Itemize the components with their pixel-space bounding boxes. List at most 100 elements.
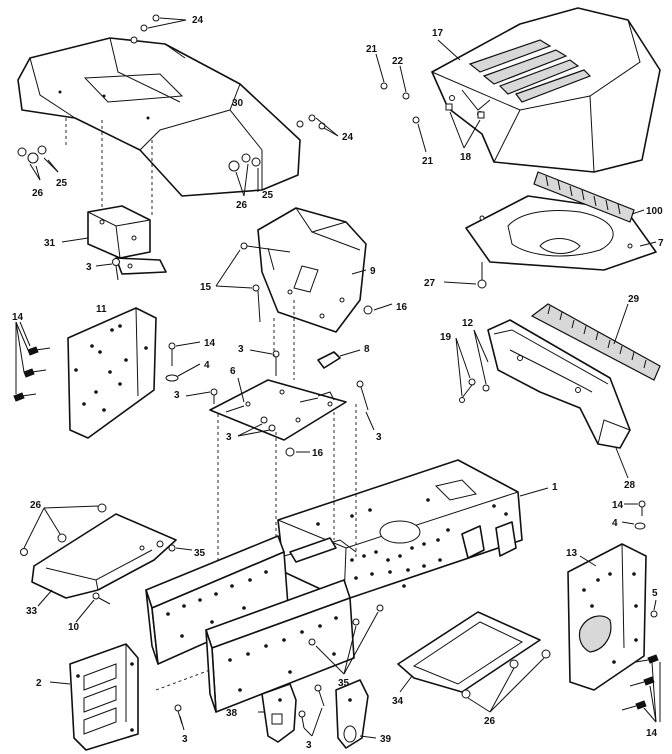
right-footrest [397, 611, 541, 693]
bracket-39 [335, 679, 377, 749]
callout: 16 [312, 448, 324, 459]
callout: 33 [26, 606, 38, 617]
side-panel-holes-left [74, 324, 148, 412]
callout: 38 [226, 708, 238, 719]
callout: 6 [230, 366, 236, 377]
main-frame [277, 459, 549, 601]
left-footrest [31, 513, 177, 607]
callout: 24 [192, 15, 204, 26]
heat-shield [465, 195, 657, 271]
callout: 3 [182, 734, 188, 745]
screws-14-left [13, 321, 51, 402]
callout: 39 [380, 734, 392, 745]
hood-vents [468, 39, 592, 103]
callout: 3 [376, 432, 382, 443]
console-hardware [455, 329, 490, 403]
fender-hardware-top [130, 14, 187, 44]
bolts-15 [215, 242, 291, 323]
callout: 14 [612, 500, 624, 511]
clip-8 [317, 349, 361, 369]
rail-holes [166, 570, 268, 638]
callout: 29 [628, 294, 640, 305]
console-28 [487, 319, 631, 479]
callout: 10 [68, 622, 80, 633]
bolt-14-washer-4 [165, 341, 201, 382]
center-plate [209, 377, 347, 441]
callout: 4 [204, 360, 210, 371]
callout: 3 [238, 344, 244, 355]
callout: 4 [612, 518, 618, 529]
dash-panel [257, 207, 367, 333]
callout: 21 [422, 156, 434, 167]
screw-27 [443, 262, 487, 289]
callout: 26 [236, 200, 248, 211]
callout: 8 [364, 344, 370, 355]
callout: 5 [652, 588, 658, 599]
callout: 14 [12, 312, 24, 323]
screws-14-right [621, 654, 661, 723]
footrest-hardware-left [20, 503, 193, 623]
screw-5 [650, 599, 658, 618]
front-plate [49, 643, 139, 751]
callout: 14 [204, 338, 216, 349]
callout: 13 [566, 548, 578, 559]
callout: 26 [32, 188, 44, 199]
nut-16-lower [285, 447, 310, 457]
callout: 17 [432, 28, 444, 39]
hood [431, 7, 661, 173]
rear-fender [17, 37, 301, 197]
nut-16-upper [363, 303, 393, 315]
callout: 24 [342, 132, 354, 143]
callout: 21 [366, 44, 378, 55]
screws-35 [308, 604, 384, 675]
screw-3-b [174, 704, 185, 731]
callout: 14 [646, 728, 658, 739]
callout: 26 [30, 500, 42, 511]
dashed-guides-fender [65, 118, 153, 216]
callout: 11 [96, 304, 107, 315]
callout-labels: 24 30 26 25 31 3 17 21 22 21 18 100 7 27… [12, 15, 664, 751]
foam-strip-100 [533, 171, 645, 223]
callout: 19 [440, 332, 452, 343]
callout: 2 [36, 678, 42, 689]
bolt-14-washer-4-right [621, 500, 646, 530]
callout: 3 [226, 432, 232, 443]
right-frame-rail [205, 579, 355, 713]
screw-3-a [95, 258, 120, 281]
callout: 35 [338, 678, 350, 689]
bracket-31 [61, 205, 167, 275]
footrest-hardware-right [461, 649, 551, 713]
hood-hardware [375, 39, 485, 153]
callout: 25 [56, 178, 68, 189]
callout: 7 [658, 238, 664, 249]
frame-holes [316, 498, 508, 588]
bracket-38 [258, 683, 297, 743]
fender-hardware-left [17, 145, 59, 181]
center-plate-screws [185, 349, 375, 437]
callout: 3 [306, 740, 312, 751]
grille-29 [530, 303, 661, 381]
screws-3-bottom [298, 684, 325, 737]
callout: 18 [460, 152, 472, 163]
callout: 25 [262, 190, 274, 201]
callout: 16 [396, 302, 408, 313]
callout: 27 [424, 278, 436, 289]
rail2-holes [228, 616, 338, 692]
callout: 35 [194, 548, 206, 559]
callout: 1 [552, 482, 558, 493]
left-frame-rail [145, 535, 289, 665]
callout: 34 [392, 696, 404, 707]
callout: 12 [462, 318, 474, 329]
callout: 15 [200, 282, 212, 293]
callout: 22 [392, 56, 404, 67]
callout: 3 [174, 390, 180, 401]
callout: 26 [484, 716, 496, 727]
callout: 28 [624, 480, 636, 491]
callout: 30 [232, 98, 244, 109]
fender-hardware-right [228, 114, 339, 197]
right-side-panel [567, 543, 647, 691]
callout: 3 [86, 262, 92, 273]
left-side-panel [67, 307, 157, 439]
callout: 9 [370, 266, 376, 277]
